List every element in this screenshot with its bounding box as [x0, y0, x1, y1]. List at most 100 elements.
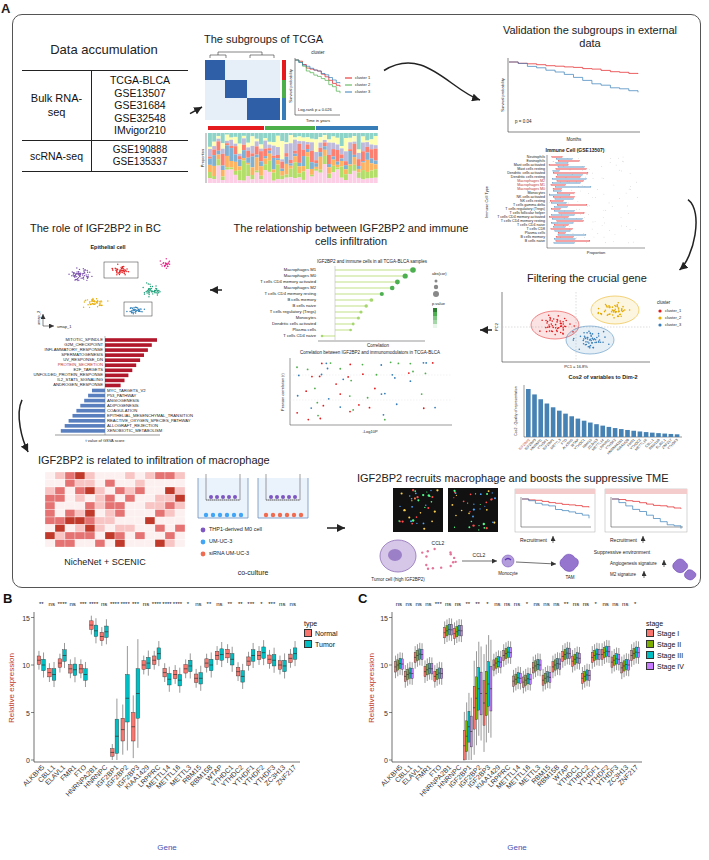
fluorescence-speck [451, 504, 453, 506]
stacked-bar [259, 166, 263, 176]
box [468, 711, 470, 742]
stacked-bar [229, 168, 233, 170]
stacked-bar [259, 133, 263, 144]
pca-dot [546, 331, 548, 333]
box [613, 655, 615, 665]
heatmap-block [247, 98, 280, 120]
box [215, 651, 219, 660]
stacked-bar [272, 173, 276, 181]
median-line [475, 698, 477, 699]
text-label: Monocytes [296, 316, 316, 320]
fluorescence-speck [401, 492, 403, 494]
whisker [488, 635, 489, 733]
fluorescence-speck [492, 522, 493, 523]
umap-dot [90, 304, 91, 305]
stacked-bar [229, 161, 233, 168]
ccl2-dot [433, 548, 435, 550]
umap-dot [78, 273, 79, 274]
pca-dot [562, 327, 564, 329]
umap-dot [160, 260, 161, 261]
jitter-dot [619, 198, 621, 200]
stacked-bar [242, 181, 246, 183]
box [551, 202, 566, 203]
jitter-dot [610, 158, 612, 160]
text-label: cluster_3 [665, 323, 681, 327]
heatmap-cell [165, 510, 175, 518]
pca-dot [604, 311, 606, 313]
box [581, 673, 583, 683]
cos2-bar [545, 404, 550, 437]
stacked-bar [357, 133, 361, 150]
survival-curve [612, 499, 681, 509]
whisker [606, 640, 607, 663]
umap-dot [144, 292, 145, 293]
jitter-dot [603, 210, 605, 212]
corr-dot [310, 407, 312, 409]
lollipop-stem [335, 276, 405, 277]
whisker [530, 668, 531, 691]
box [549, 164, 568, 165]
pca-dot [554, 334, 556, 336]
stacked-bar [217, 139, 221, 142]
whisker [422, 643, 423, 666]
whisker [481, 646, 482, 740]
umap-dot [124, 274, 125, 275]
text-label: p.value [432, 302, 445, 306]
box [105, 626, 109, 637]
heatmap-cell [125, 495, 135, 503]
umap-dot [132, 310, 133, 311]
umap-dot [77, 273, 78, 274]
text-label: Macrophages M2 [284, 286, 316, 290]
stacked-bar [340, 154, 344, 158]
umap-dot [90, 301, 91, 302]
heatmap-cell [145, 525, 155, 533]
heatmap-cell [125, 517, 135, 525]
corr-dot [397, 363, 399, 365]
jitter-dot [591, 228, 593, 230]
umap-dot [119, 271, 120, 272]
umap-dot [144, 309, 145, 310]
survival-axes [611, 497, 683, 527]
umap-dot [90, 304, 91, 305]
whisker [543, 669, 544, 692]
text-label: Months [567, 138, 582, 143]
heatmap-cell [125, 532, 135, 540]
median-line [438, 673, 440, 674]
box [553, 196, 574, 197]
pca-dot [559, 320, 561, 322]
pca-dot [614, 305, 616, 307]
pca-dot [601, 313, 603, 315]
text-label: Plasma cells [292, 328, 316, 332]
box [429, 663, 431, 673]
stacked-bar [319, 170, 323, 173]
pca-dot [618, 316, 620, 318]
heatmap-cell [115, 540, 125, 548]
whisker [547, 666, 548, 689]
text-label: REACTIVE_OXYGEN_SPECIES_PATHWAY [107, 419, 191, 423]
box [549, 672, 551, 682]
fluorescence-speck [473, 508, 475, 510]
stacked-bar [323, 150, 327, 156]
fluorescence-speck [471, 521, 473, 523]
umap-dot [99, 301, 100, 302]
whisker [611, 651, 612, 674]
pca-dot [556, 329, 558, 331]
text-label: T cells CD4 naive [283, 334, 316, 338]
survival-curve [509, 62, 638, 74]
stacked-bar [229, 148, 233, 161]
heatmap-cell [55, 517, 65, 525]
box [230, 654, 234, 665]
text-label: Cos2 - Quality of representation [515, 386, 519, 435]
transwell-insert [206, 474, 240, 500]
fluorescence-speck [431, 501, 433, 503]
box [549, 216, 568, 217]
heatmap-cell [105, 510, 115, 518]
box [152, 656, 156, 665]
jitter-dot [626, 225, 628, 227]
membrane [266, 500, 300, 501]
pca-dot [549, 319, 551, 321]
stacked-bar [331, 160, 335, 166]
whisker [577, 647, 578, 670]
jitter-dot [589, 205, 591, 207]
stacked-bar [323, 156, 327, 164]
